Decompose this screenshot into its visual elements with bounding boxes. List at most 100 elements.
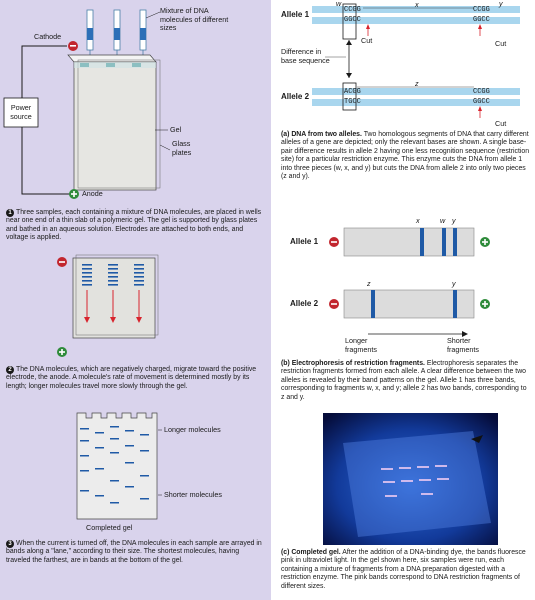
longer-molecules-label: Longer molecules — [164, 425, 221, 434]
allele1-band — [420, 228, 424, 256]
allele2-plus — [480, 299, 490, 309]
completed-band — [80, 428, 89, 430]
migration-band — [134, 280, 144, 282]
completed-band — [125, 486, 134, 488]
left-panel: Mixture of DNA molecules of different si… — [0, 0, 271, 600]
completed-band — [140, 475, 149, 477]
power-source-label: Power source — [10, 103, 32, 121]
step-1-number: 1 — [6, 209, 14, 217]
allele1-gel-label: Allele 1 — [290, 237, 319, 246]
allele1-y-bottom: GGCC — [473, 16, 490, 24]
allele2-seq-top: ACGG — [344, 88, 361, 96]
completed-band — [80, 440, 89, 442]
allele1-seq-bottom: GGCC — [344, 16, 361, 24]
caption-b: (b) Electrophoresis of restriction fragm… — [281, 360, 531, 402]
fragment-bands — [371, 228, 457, 318]
electrophoresis-setup — [3, 9, 171, 520]
step-3-number: 3 — [6, 540, 14, 548]
cut-label-1: Cut — [361, 36, 373, 45]
cut-label-2: Cut — [495, 39, 507, 48]
allele2-gel — [343, 289, 475, 319]
cathode-label: Cathode — [34, 32, 62, 41]
gel-apparatus — [67, 54, 161, 191]
caption-c: (c) Completed gel. After the addition of… — [281, 549, 531, 591]
completed-gel — [76, 412, 158, 520]
migration-band — [108, 264, 118, 266]
completed-gel-bands — [80, 426, 149, 504]
completed-band — [140, 498, 149, 500]
completed-band — [125, 430, 134, 432]
cut-label-3: Cut — [495, 119, 507, 128]
migration-band — [134, 264, 144, 266]
migration-band — [108, 280, 118, 282]
y-label: y — [499, 0, 503, 8]
completed-band — [110, 502, 119, 504]
completed-band — [110, 426, 119, 428]
allele1-label: Allele 1 — [281, 10, 310, 19]
caption-c-body: After the addition of a DNA-binding dye,… — [281, 549, 526, 590]
migration-band — [108, 276, 118, 278]
allele2-label: Allele 2 — [281, 92, 310, 101]
migration-band — [82, 276, 92, 278]
allele1-band — [442, 228, 446, 256]
allele2-minus — [329, 299, 339, 309]
shorter-molecules-label: Shorter molecules — [164, 490, 222, 499]
caption-a-title: (a) DNA from two alleles. — [281, 131, 362, 138]
step-3-body: When the current is turned off, the DNA … — [6, 540, 262, 564]
gel-y-label: y — [452, 216, 456, 225]
allele2-y-bottom: GGCC — [473, 98, 490, 106]
completed-band — [80, 490, 89, 492]
z-label: z — [415, 79, 419, 88]
migration-band — [108, 272, 118, 274]
migration-arrowhead — [110, 317, 116, 323]
caption-b-title: (b) Electrophoresis of restriction fragm… — [281, 360, 425, 367]
allele1-minus — [329, 237, 339, 247]
completed-band — [80, 455, 89, 457]
migration-band — [134, 276, 144, 278]
step-2-body: The DNA molecules, which are negatively … — [6, 366, 257, 390]
completed-band — [125, 445, 134, 447]
shorter-fragments-label: Shorter fragments — [447, 336, 479, 354]
gel-z-label: z — [367, 279, 371, 288]
tube-label: Mixture of DNA molecules of different si… — [160, 6, 229, 33]
completed-band — [110, 452, 119, 454]
x-label: x — [415, 0, 419, 9]
migration-band — [134, 284, 144, 286]
allele1-y-top: CCGG — [473, 6, 490, 14]
allele1-plus — [480, 237, 490, 247]
allele2-band — [453, 290, 457, 318]
allele1-band — [453, 228, 457, 256]
step-1-body: Three samples, each containing a mixture… — [6, 209, 262, 242]
gel-x-label: x — [416, 216, 420, 225]
allele1-gel — [343, 227, 475, 257]
allele2-gel-label: Allele 2 — [290, 299, 319, 308]
caption-c-title: (c) Completed gel. — [281, 549, 341, 556]
completed-gel-label: Completed gel — [86, 523, 133, 532]
longer-fragments-label: Longer fragments — [345, 336, 377, 354]
migration-band — [134, 268, 144, 270]
power-source-box — [3, 97, 39, 128]
gel-w-label: w — [440, 216, 446, 225]
migration-arrowhead — [84, 317, 90, 323]
completed-band — [140, 434, 149, 436]
allele2-y-top: CCGG — [473, 88, 490, 96]
completed-band — [80, 470, 89, 472]
migration-band — [82, 272, 92, 274]
caption-a: (a) DNA from two alleles. Two homologous… — [281, 131, 531, 181]
difference-label: Difference in base sequence — [281, 47, 330, 65]
allele2-seq-bottom: TGCC — [344, 98, 361, 106]
migration-band — [82, 268, 92, 270]
allele1-seq-top: CCGG — [344, 6, 361, 14]
migration-arrowhead — [136, 317, 142, 323]
migration-gel — [72, 254, 159, 339]
completed-band — [110, 438, 119, 440]
completed-band — [125, 462, 134, 464]
migration-band — [134, 272, 144, 274]
migration-band — [108, 284, 118, 286]
gel-label: Gel — [170, 125, 182, 134]
completed-band — [110, 480, 119, 482]
migration-bands — [82, 264, 144, 323]
glass-plates-label: Glass plates — [172, 139, 192, 157]
